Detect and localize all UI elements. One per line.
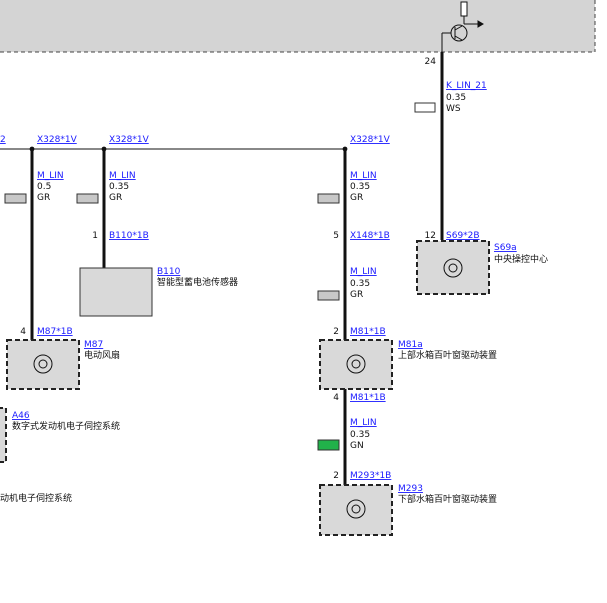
wire-m81-upper: M_LIN 0.35 GR M_LIN 0.35 GR 5 X148*1B [317, 149, 390, 340]
wire-b110: M_LIN 0.35 GR [76, 149, 136, 268]
svg-text:4: 4 [333, 393, 339, 403]
bus-connector-2: X328*1V [109, 135, 150, 145]
wire-color-tag-gr [317, 290, 340, 301]
svg-text:A46: A46 [12, 411, 30, 421]
svg-text:2: 2 [333, 327, 339, 337]
bus-connector-3: X328*1V [350, 135, 391, 145]
svg-text:M81a: M81a [398, 340, 423, 350]
wire-color-tag-ws [414, 102, 436, 113]
component-b110[interactable]: 1 B110*1B B110 智能型蓄电池传感器 [79, 231, 238, 317]
transistor-symbol-icon [441, 1, 484, 52]
svg-text:智能型蓄电池传感器: 智能型蓄电池传感器 [157, 276, 238, 288]
wire-color-k-lin-21: WS [446, 104, 461, 114]
svg-text:0.35: 0.35 [109, 182, 129, 192]
svg-text:M87*1B: M87*1B [37, 327, 73, 337]
component-m87[interactable]: 4 M87*1B M87 电动风扇 [6, 327, 120, 390]
svg-text:M81*1B: M81*1B [350, 327, 386, 337]
svg-text:M_LIN: M_LIN [350, 267, 377, 277]
svg-text:数字式发动机电子伺控系统: 数字式发动机电子伺控系统 [12, 420, 120, 432]
svg-text:M_LIN: M_LIN [37, 171, 64, 181]
component-s69a[interactable]: 12 S69*2B S69a 中央操控中心 [416, 231, 548, 295]
svg-text:GN: GN [350, 441, 364, 451]
svg-text:0.5: 0.5 [37, 182, 51, 192]
svg-text:0.35: 0.35 [350, 279, 370, 289]
svg-text:M_LIN: M_LIN [109, 171, 136, 181]
wire-color-tag-gr [76, 193, 99, 204]
component-a46-label-partial: 动机电子伺控系统 [0, 492, 72, 504]
wire-color-tag-gn [317, 439, 340, 451]
wire-size-k-lin-21: 0.35 [446, 93, 466, 103]
svg-text:M81*1B: M81*1B [350, 393, 386, 403]
wire-color-tag-gr [4, 193, 27, 204]
wire-m87: M_LIN 0.5 GR [4, 149, 64, 340]
svg-text:12: 12 [425, 231, 436, 241]
svg-text:电动风扇: 电动风扇 [84, 349, 120, 361]
actuator-symbol-icon [346, 354, 366, 374]
svg-text:GR: GR [350, 193, 363, 203]
svg-text:B110*1B: B110*1B [109, 231, 149, 241]
svg-text:S69*2B: S69*2B [446, 231, 480, 241]
bus-connector-partial: 2 [0, 135, 6, 145]
component-a46[interactable]: A46 数字式发动机电子伺控系统 动机电子伺控系统 [0, 407, 120, 504]
svg-text:上部水箱百叶窗驱动装置: 上部水箱百叶窗驱动装置 [398, 349, 497, 361]
svg-text:1: 1 [92, 231, 98, 241]
svg-text:M_LIN: M_LIN [350, 418, 377, 428]
wire-k-lin-21: 24 K_LIN_21 0.35 WS [414, 52, 487, 240]
svg-text:0.35: 0.35 [350, 182, 370, 192]
svg-text:下部水箱百叶窗驱动装置: 下部水箱百叶窗驱动装置 [398, 493, 497, 505]
svg-text:GR: GR [350, 290, 363, 300]
svg-text:5: 5 [333, 231, 339, 241]
svg-text:4: 4 [20, 327, 26, 337]
actuator-symbol-icon [346, 499, 366, 519]
bus-connector-1: X328*1V [37, 135, 78, 145]
svg-text:M_LIN: M_LIN [350, 171, 377, 181]
actuator-symbol-icon [33, 354, 53, 374]
wire-m293: M_LIN 0.35 GN [317, 389, 377, 485]
svg-text:中央操控中心: 中央操控中心 [494, 253, 548, 265]
wire-color-tag-gr [317, 193, 340, 204]
pin-24: 24 [425, 57, 437, 67]
component-m81a[interactable]: 2 M81*1B M81a 上部水箱百叶窗驱动装置 4 M81*1B [319, 327, 497, 403]
svg-text:M87: M87 [84, 340, 103, 350]
svg-text:2: 2 [333, 471, 339, 481]
svg-text:M293: M293 [398, 484, 423, 494]
wire-name-k-lin-21: K_LIN_21 [446, 81, 487, 91]
top-control-unit-region [0, 0, 596, 53]
svg-text:B110: B110 [157, 267, 181, 277]
svg-text:GR: GR [109, 193, 122, 203]
lin-bus: 2 X328*1V X328*1V X328*1V [0, 135, 391, 152]
svg-text:GR: GR [37, 193, 50, 203]
actuator-symbol-icon [443, 258, 463, 278]
svg-text:M293*1B: M293*1B [350, 471, 391, 481]
component-m293[interactable]: 2 M293*1B M293 下部水箱百叶窗驱动装置 [319, 471, 497, 536]
svg-text:0.35: 0.35 [350, 430, 370, 440]
svg-text:X148*1B: X148*1B [350, 231, 390, 241]
svg-text:S69a: S69a [494, 243, 517, 253]
